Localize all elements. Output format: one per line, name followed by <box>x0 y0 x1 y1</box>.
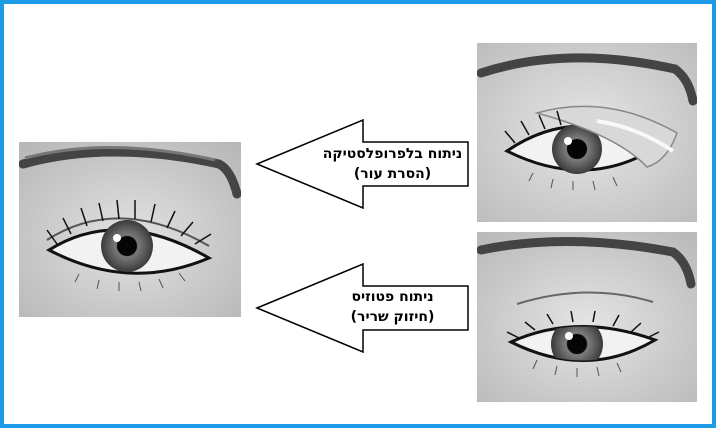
ptosis-title: ניתוח פטוזיס <box>351 289 434 305</box>
eye-ptosis-photo <box>477 232 697 402</box>
blepharoplasty-title: ניתוח בלפרופלסטיקה <box>322 146 463 162</box>
ptosis-arrow <box>255 262 469 354</box>
blepharoplasty-subtitle: (הסרת עור) <box>353 166 432 182</box>
ptosis-label: ניתוח פטוזיס (חיזוק שריר) <box>315 287 470 327</box>
ptosis-subtitle: (חיזוק שריר) <box>350 309 435 325</box>
blepharoplasty-label: ניתוח בלפרופלסטיקה (הסרת עור) <box>315 144 470 184</box>
eye-result-photo <box>19 142 241 317</box>
blepharoplasty-arrow <box>255 118 469 210</box>
eye-blepharoplasty-photo <box>477 43 697 222</box>
